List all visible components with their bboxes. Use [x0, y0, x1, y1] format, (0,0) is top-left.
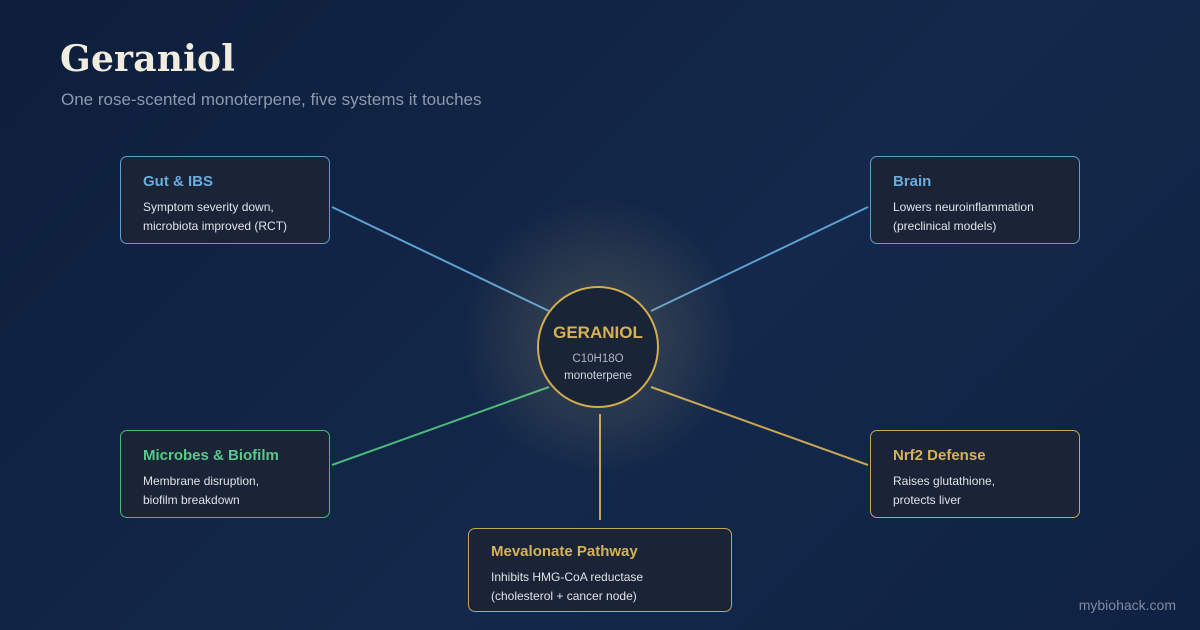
node-text-line: Membrane disruption,: [143, 474, 260, 488]
node-text-line: Raises glutathione,: [893, 474, 996, 488]
node-mevalonate-pathway: Mevalonate Pathway Inhibits HMG-CoA redu…: [468, 528, 732, 612]
node-gut-ibs: Gut & IBS Symptom severity down, microbi…: [120, 156, 330, 244]
node-brain: Brain Lowers neuroinflammation (preclini…: [870, 156, 1080, 244]
node-text-line: (preclinical models): [893, 219, 997, 233]
node-title: Mevalonate Pathway: [491, 543, 638, 560]
node-text-line: biofilm breakdown: [143, 493, 240, 507]
node-text-line: Lowers neuroinflammation: [893, 200, 1034, 214]
hub-class: monoterpene: [564, 370, 632, 382]
page-subtitle: One rose-scented monoterpene, five syste…: [61, 90, 482, 109]
node-title: Gut & IBS: [143, 173, 213, 190]
page-title: Geraniol: [60, 38, 236, 80]
geraniol-hub: GERANIOL C10H18O monoterpene: [537, 286, 659, 408]
connector-gut: [331, 206, 550, 312]
hub-formula: C10H18O: [572, 353, 624, 365]
node-title: Nrf2 Defense: [893, 447, 986, 464]
node-microbes-biofilm: Microbes & Biofilm Membrane disruption, …: [120, 430, 330, 518]
connector-microbes: [331, 386, 550, 466]
hub-name: GERANIOL: [553, 323, 643, 342]
node-text-line: (cholesterol + cancer node): [491, 589, 637, 603]
node-text-line: microbiota improved (RCT): [143, 219, 288, 233]
node-title: Brain: [893, 173, 932, 190]
node-title: Microbes & Biofilm: [143, 447, 279, 464]
node-nrf2-defense: Nrf2 Defense Raises glutathione, protect…: [870, 430, 1080, 518]
node-text-line: Inhibits HMG-CoA reductase: [491, 570, 644, 584]
node-text-line: protects liver: [893, 493, 962, 507]
connector-nrf2: [650, 386, 869, 466]
site-footer: mybiohack.com: [1078, 597, 1176, 613]
node-text-line: Symptom severity down,: [143, 200, 274, 214]
connector-brain: [650, 206, 869, 312]
